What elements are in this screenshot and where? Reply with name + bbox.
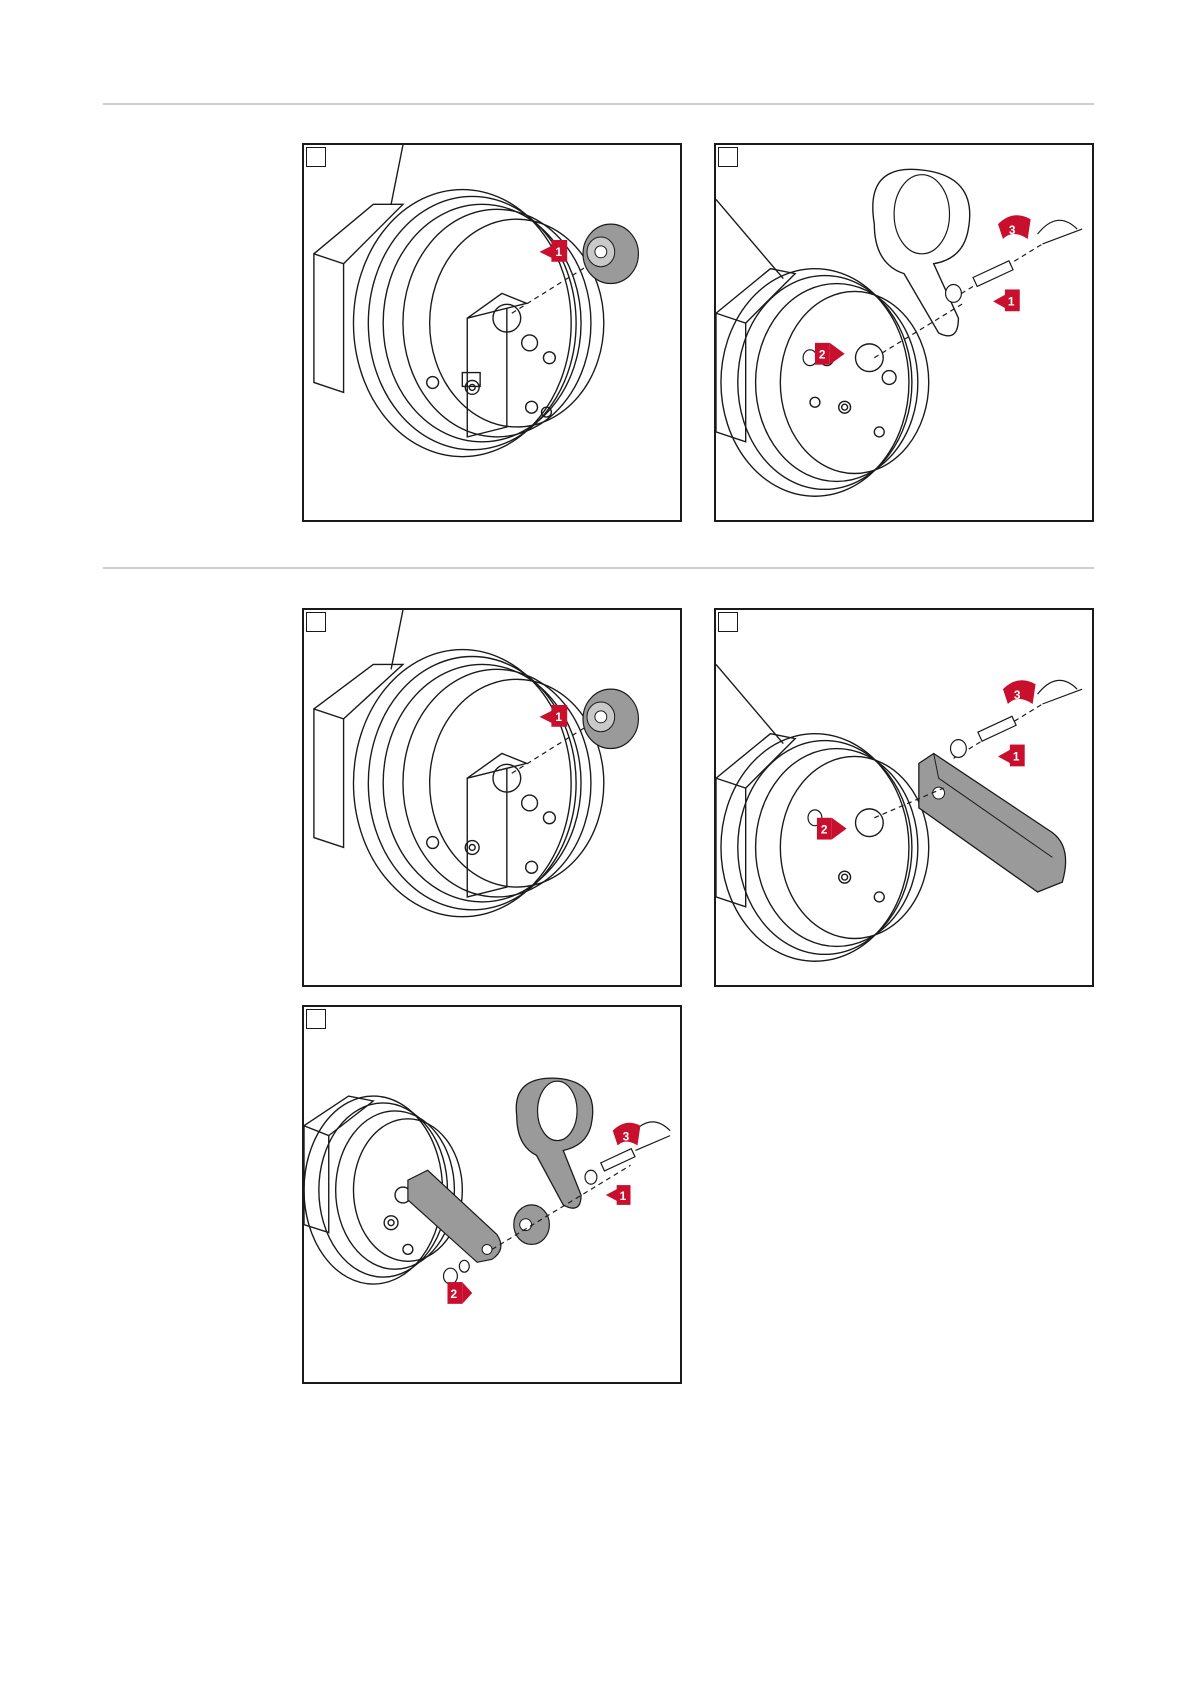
motor-full-assembly-illustration: 1 2 3 — [304, 1007, 680, 1382]
motor-remove-adapter-illustration: 1 — [304, 145, 680, 520]
step-arrow-3: 3 — [613, 1123, 641, 1146]
svg-text:1: 1 — [620, 1189, 627, 1203]
illustration-panel-2: 1 2 3 — [714, 143, 1094, 522]
motor-mount-bracket-illustration: 1 2 3 — [716, 610, 1092, 985]
svg-text:3: 3 — [1009, 223, 1016, 237]
svg-text:3: 3 — [1014, 688, 1021, 702]
illustration-panel-4: 1 2 3 — [714, 608, 1094, 987]
step-arrow-3: 3 — [998, 215, 1031, 239]
step-arrow-1: 1 — [539, 240, 567, 262]
svg-text:1: 1 — [555, 710, 562, 724]
step-arrow-1: 1 — [993, 289, 1020, 311]
svg-text:3: 3 — [623, 1130, 630, 1144]
step-arrow-2: 2 — [815, 343, 845, 365]
svg-text:2: 2 — [821, 823, 828, 837]
step-arrow-1: 1 — [606, 1185, 631, 1205]
adapter-nut-part — [583, 224, 638, 283]
svg-text:1: 1 — [1013, 749, 1020, 763]
motor-mount-clamp-illustration: 1 2 3 — [716, 145, 1092, 520]
svg-text:2: 2 — [819, 348, 826, 362]
step-arrow-2: 2 — [817, 818, 847, 840]
clamp-holder-part — [516, 1078, 593, 1208]
step-arrow-2: 2 — [447, 1282, 472, 1304]
section-divider-top — [103, 103, 1094, 105]
illustration-panel-1: 1 — [302, 143, 682, 522]
step-arrow-1: 1 — [998, 745, 1025, 767]
svg-text:1: 1 — [1008, 294, 1015, 308]
section-divider-middle — [103, 567, 1094, 569]
adapter-nut-part — [583, 689, 638, 748]
step-arrow-3: 3 — [1003, 680, 1036, 704]
motor-remove-adapter-illustration: 1 — [304, 610, 680, 985]
svg-text:1: 1 — [555, 245, 562, 259]
step-arrow-1: 1 — [539, 705, 567, 727]
illustration-panel-3: 1 — [302, 608, 682, 987]
illustration-panel-5: 1 2 3 — [302, 1005, 682, 1384]
adapter-nut-part — [514, 1205, 550, 1245]
svg-text:2: 2 — [450, 1287, 457, 1301]
bracket-arm-part — [919, 753, 1066, 892]
